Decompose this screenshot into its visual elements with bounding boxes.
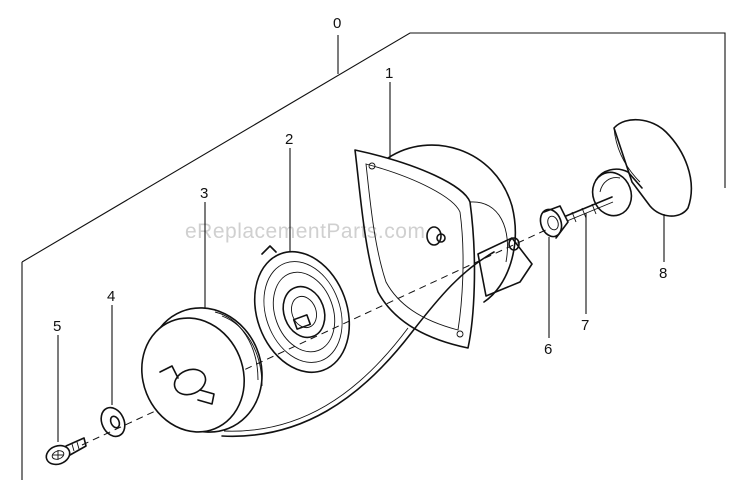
pulley-part (141, 307, 263, 433)
callout-8: 8 (659, 265, 667, 282)
screw-part (45, 437, 87, 466)
handle-part (591, 119, 693, 217)
housing-part (354, 144, 533, 349)
watermark-text: eReplacementParts.com (185, 220, 425, 243)
callout-1: 1 (385, 65, 393, 82)
callout-4: 4 (107, 288, 115, 305)
grommet-part (539, 205, 569, 239)
starter-rope (221, 251, 495, 438)
callout-2: 2 (285, 131, 293, 148)
callout-3: 3 (200, 185, 208, 202)
callout-6: 6 (544, 341, 552, 358)
leader-lines (57, 82, 665, 442)
recoil-spring-part (253, 245, 351, 374)
assembly-bracket (21, 32, 726, 480)
callout-7: 7 (581, 317, 589, 334)
callout-0: 0 (333, 15, 341, 32)
washer-part (100, 406, 126, 438)
rope-part (565, 196, 614, 223)
callout-5: 5 (53, 318, 61, 335)
